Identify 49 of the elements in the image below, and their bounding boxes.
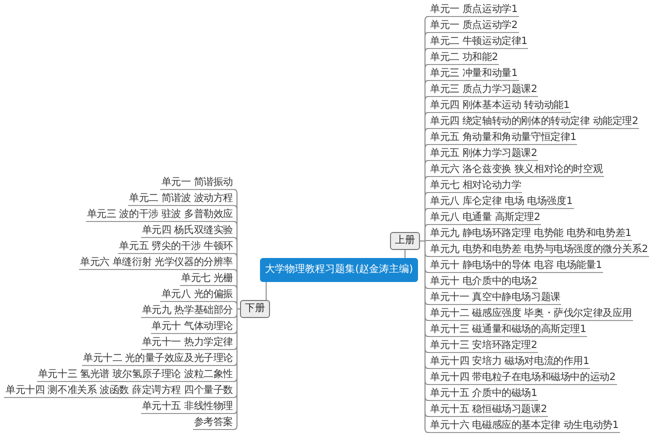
- subtopic-label: 单元四 绕定轴转动的刚体的转动定律 动能定理2: [429, 115, 640, 129]
- subtopic-label: 单元十三 磁通量和磁场的高斯定理1: [429, 323, 588, 337]
- subtopic-label: 单元九 热学基础部分: [140, 304, 234, 318]
- subtopic-label: 单元五 刚体力学习题课2: [429, 147, 538, 161]
- subtopic-label: 单元五 角动量和角动量守恒定律1: [429, 131, 578, 145]
- subtopic-label: 单元四 杨氏双缝实验: [140, 224, 234, 238]
- subtopic-label: 单元四 刚体基本运动 转动动能1: [429, 99, 571, 113]
- subtopic-label: 单元八 库仑定律 电场 电场强度1: [429, 195, 574, 209]
- subtopic-label: 单元八 电通量 高斯定理2: [429, 211, 542, 225]
- subtopic-label: 参考答案: [192, 416, 234, 430]
- subtopic-label: 单元五 劈尖的干涉 牛顿环: [118, 240, 234, 254]
- subtopic-label: 单元六 洛仑兹变换 狭义相对论的时空观: [429, 163, 604, 177]
- subtopic-label: 单元二 牛顿运动定律1: [429, 35, 528, 49]
- subtopic-label: 单元八 光的偏振: [160, 288, 234, 302]
- subtopic-label: 单元十四 带电粒子在电场和磁场中的运动2: [429, 371, 617, 385]
- subtopic-label: 单元十三 安培环路定理2: [429, 339, 538, 353]
- subtopic-label: 单元九 静电场环路定理 电势能 电势和电势差1: [429, 227, 632, 241]
- central-topic-box: 大学物理教程习题集(赵金涛主编): [260, 258, 418, 282]
- subtopic-label: 单元十六 电磁感应的基本定律 动生电动势1: [429, 419, 620, 433]
- subtopic-label: 单元十五 介质中的磁场1: [429, 387, 538, 401]
- connector-line: [234, 301, 240, 310]
- subtopic-label: 单元九 电势和电势差 电势与电场强度的微分关系2: [429, 243, 649, 257]
- subtopic-label: 单元三 冲量和动量1: [429, 67, 519, 81]
- subtopic-label: 单元十五 稳恒磁场习题课2: [429, 403, 548, 417]
- subtopic-label: 单元十四 安培力 磁场对电流的作用1: [429, 355, 590, 369]
- connector-line: [266, 282, 267, 300]
- subtopic-label: 单元七 光栅: [180, 272, 234, 286]
- subtopic-label: 单元一 质点运动学2: [429, 19, 519, 33]
- connector-line: [404, 250, 406, 258]
- subtopic-label: 单元十二 磁感应强度 毕奥・萨伐尔定律及应用: [429, 307, 633, 321]
- branch-topic-box: 下册: [240, 300, 270, 318]
- subtopic-label: 单元三 质点力学习题课2: [429, 83, 538, 97]
- subtopic-label: 单元二 功和能2: [429, 51, 499, 65]
- subtopic-label: 单元一 简谐振动: [160, 176, 234, 190]
- subtopic-label: 单元一 质点运动学1: [429, 3, 519, 17]
- subtopic-label: 单元二 简谐波 波动方程: [128, 192, 234, 206]
- subtopic-label: 单元十 电介质中的电场2: [429, 275, 538, 289]
- subtopic-label: 单元七 相对论动力学: [429, 179, 522, 193]
- subtopic-label: 单元十 静电场中的导体 电容 电场能量1: [429, 259, 603, 273]
- subtopic-label: 单元十一 真空中静电场习题课: [429, 291, 562, 305]
- subtopic-label: 单元六 单缝衍射 光学仪器的分辨率: [79, 256, 234, 270]
- subtopic-label: 单元十五 非线性物理: [140, 400, 234, 414]
- subtopic-label: 单元十四 测不准关系 波函数 薛定谔方程 四个量子数: [4, 384, 234, 398]
- subtopic-label: 单元十 气体动理论: [150, 320, 234, 334]
- branch-topic-box: 上册: [390, 232, 420, 250]
- subtopic-label: 单元十二 光的量子效应及光子理论: [82, 352, 234, 366]
- subtopic-label: 单元三 波的干涉 驻波 多普勒效应: [86, 208, 234, 222]
- subtopic-label: 单元十三 氢光谱 玻尔氢原子理论 波粒二象性: [36, 368, 234, 382]
- subtopic-label: 单元十一 热力学定律: [140, 336, 234, 350]
